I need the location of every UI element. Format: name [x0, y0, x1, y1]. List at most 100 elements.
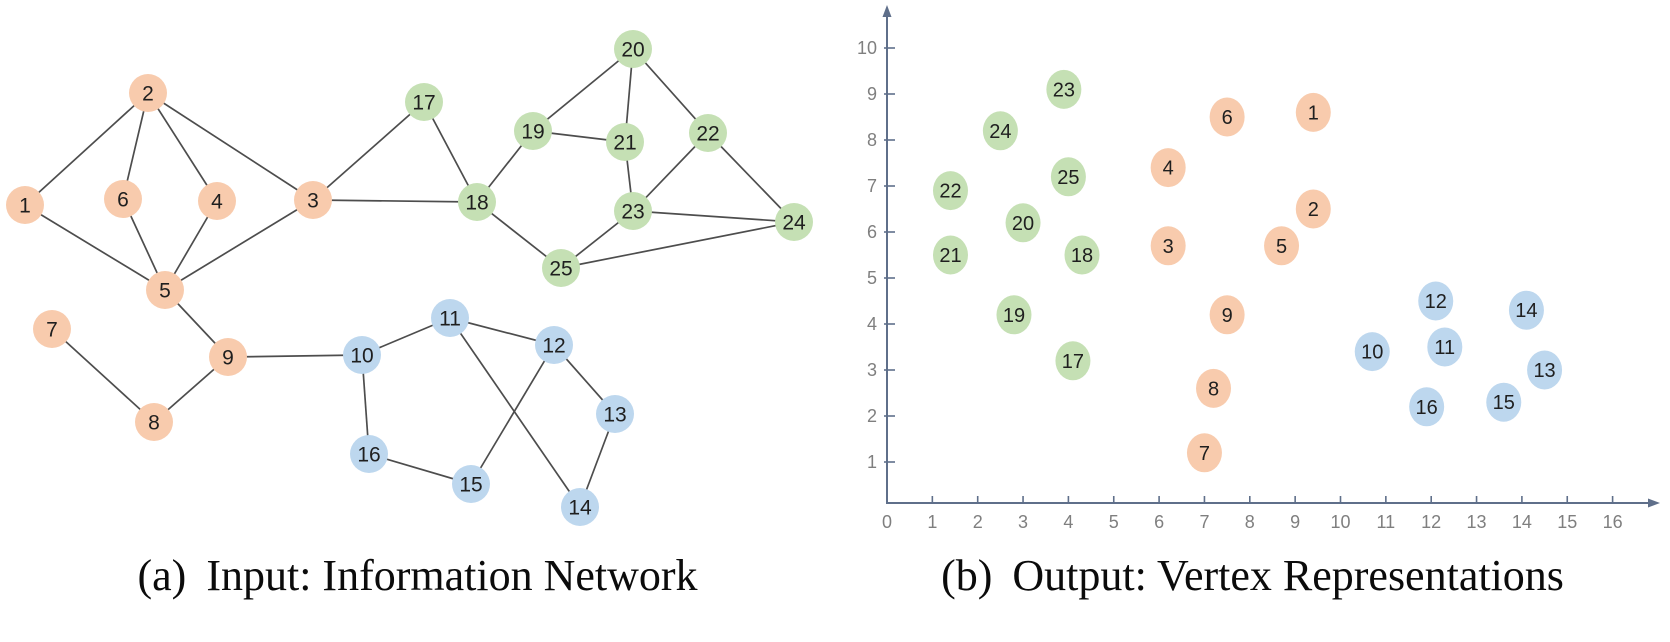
graph-node [614, 192, 652, 230]
x-tick-label: 9 [1290, 512, 1300, 530]
graph-edge [312, 199, 478, 203]
scatter-point [1046, 69, 1082, 109]
x-tick-label: 11 [1377, 512, 1396, 530]
scatter-point [1150, 226, 1186, 266]
graph-node [431, 299, 469, 337]
scatter-point [1295, 189, 1331, 229]
graph-node [535, 326, 573, 364]
graph-node [6, 186, 44, 224]
caption-b: (b) Output: Vertex Representations [941, 550, 1564, 601]
graph-node [198, 182, 236, 220]
graph-edge [312, 101, 425, 201]
y-tick-label: 1 [867, 452, 877, 472]
scatter-point [932, 235, 968, 275]
x-tick-label: 8 [1245, 512, 1255, 530]
x-tick-label: 0 [882, 512, 892, 530]
graph-node [146, 271, 184, 309]
scatter-point [1418, 281, 1454, 321]
caption-b-label: (b) [941, 551, 993, 600]
x-tick-label: 16 [1603, 512, 1623, 530]
graph-node [104, 180, 142, 218]
x-tick-label: 5 [1109, 512, 1119, 530]
graph-edge [707, 132, 795, 223]
graph-node [596, 395, 634, 433]
y-tick-label: 10 [857, 38, 877, 58]
x-tick-label: 12 [1421, 512, 1441, 530]
x-tick-label: 7 [1199, 512, 1209, 530]
scatter-point [996, 295, 1032, 335]
graph-edge [227, 354, 363, 358]
caption-b-text: Output: Vertex Representations [1012, 551, 1564, 600]
graph-node [458, 183, 496, 221]
scatter-point [1064, 235, 1100, 275]
graph-edge [147, 92, 314, 201]
caption-a-label: (a) [137, 551, 187, 600]
scatter-point [1209, 295, 1245, 335]
x-tick-label: 14 [1512, 512, 1532, 530]
x-tick-label: 6 [1154, 512, 1164, 530]
graph-node [561, 488, 599, 526]
y-tick-label: 8 [867, 130, 877, 150]
x-tick-label: 13 [1467, 512, 1487, 530]
graph-edge [147, 92, 218, 202]
graph-edge [24, 92, 149, 206]
scatter-point [1508, 290, 1544, 330]
y-tick-label: 4 [867, 314, 877, 334]
scatter-point [1409, 387, 1445, 427]
graph-node [514, 112, 552, 150]
x-tick-label: 15 [1557, 512, 1577, 530]
graph-node [689, 114, 727, 152]
y-tick-label: 5 [867, 268, 877, 288]
graph-edge [632, 210, 795, 223]
graph-node [606, 123, 644, 161]
y-tick-label: 6 [867, 222, 877, 242]
graph-edge [560, 221, 795, 269]
scatter-point [1264, 226, 1300, 266]
graph-edge [532, 48, 634, 132]
scatter-point [1527, 350, 1563, 390]
graph-edge [449, 317, 581, 508]
graph-edge [51, 328, 155, 423]
graph-node [614, 30, 652, 68]
y-tick-label: 2 [867, 406, 877, 426]
caption-a: (a) Input: Information Network [137, 550, 697, 601]
caption-a-text: Input: Information Network [206, 551, 698, 600]
graph-node [33, 310, 71, 348]
x-tick-label: 4 [1063, 512, 1073, 530]
x-tick-label: 2 [973, 512, 983, 530]
y-tick-label: 3 [867, 360, 877, 380]
scatter-point [1427, 327, 1463, 367]
scatter-point [1005, 203, 1041, 243]
graph-edge [470, 344, 555, 485]
graph-node [405, 83, 443, 121]
y-axis-arrow [882, 5, 892, 17]
scatter-point [1055, 341, 1091, 381]
y-tick-label: 9 [867, 84, 877, 104]
x-tick-label: 10 [1330, 512, 1350, 530]
graph-node [542, 249, 580, 287]
scatter-point [1050, 157, 1086, 197]
graph-node [135, 403, 173, 441]
scatter-point [1354, 332, 1390, 372]
scatter-point [1186, 433, 1222, 473]
graph-edge [164, 199, 314, 291]
graph-node [343, 336, 381, 374]
scatter-point [1150, 148, 1186, 188]
graph-node [294, 181, 332, 219]
scatter-point [1209, 97, 1245, 137]
graph-node [209, 338, 247, 376]
graph-node [452, 465, 490, 503]
graph-edge [24, 204, 166, 291]
scatter-point [1196, 368, 1232, 408]
scatter-point [982, 111, 1018, 151]
graph-node [775, 203, 813, 241]
y-tick-label: 7 [867, 176, 877, 196]
x-tick-label: 3 [1018, 512, 1028, 530]
graph-node [129, 74, 167, 112]
x-tick-label: 1 [927, 512, 937, 530]
